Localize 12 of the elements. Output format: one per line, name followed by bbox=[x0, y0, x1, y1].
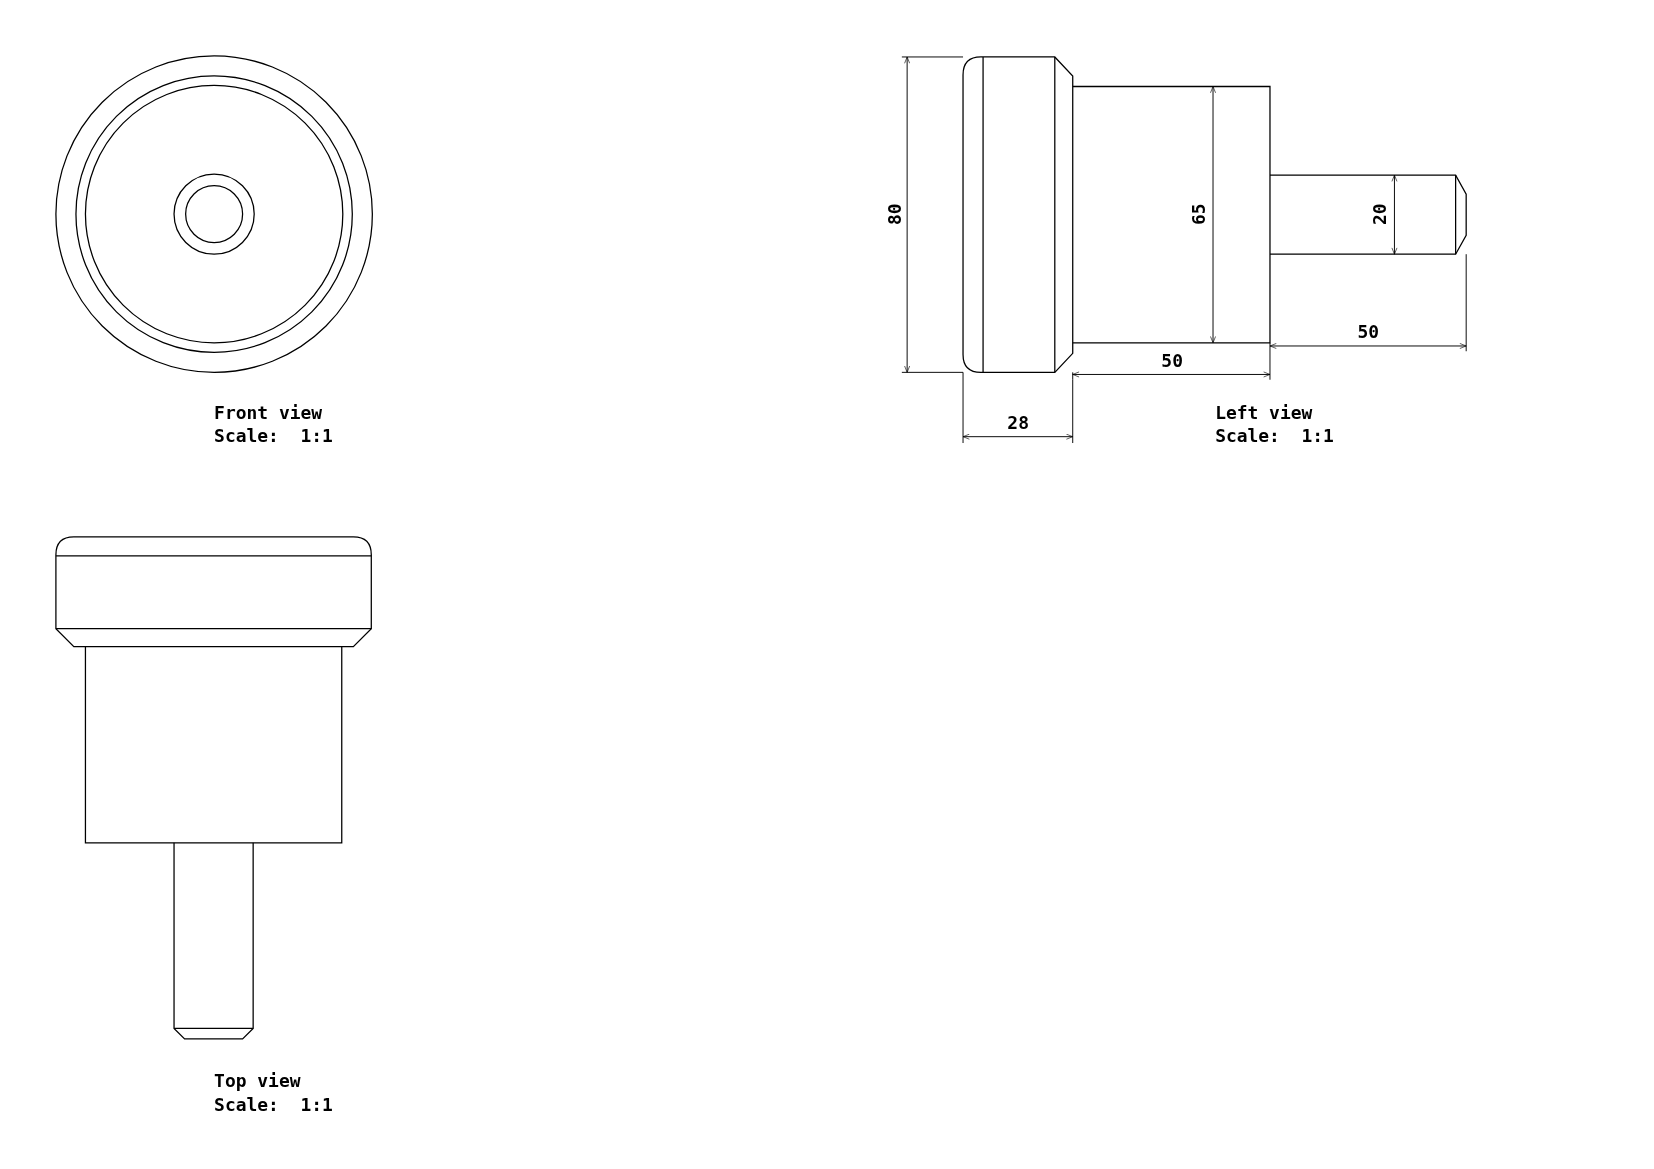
dimension-value: 28 bbox=[1007, 412, 1029, 434]
dimension-value: 50 bbox=[1161, 350, 1183, 372]
scale-note: Scale: 1:1 bbox=[1215, 425, 1334, 447]
dimension-value: 20 bbox=[1369, 203, 1391, 225]
scale-note: Scale: 1:1 bbox=[214, 425, 333, 447]
view-title: Left view bbox=[1215, 401, 1313, 423]
view-title: Top view bbox=[214, 1070, 301, 1092]
dimension-value: 50 bbox=[1357, 320, 1380, 342]
scale-note: Scale: 1:1 bbox=[214, 1093, 333, 1115]
dimension-value: 65 bbox=[1187, 203, 1210, 225]
view-title: Front view bbox=[214, 401, 323, 423]
dimension-value: 80 bbox=[884, 203, 906, 225]
